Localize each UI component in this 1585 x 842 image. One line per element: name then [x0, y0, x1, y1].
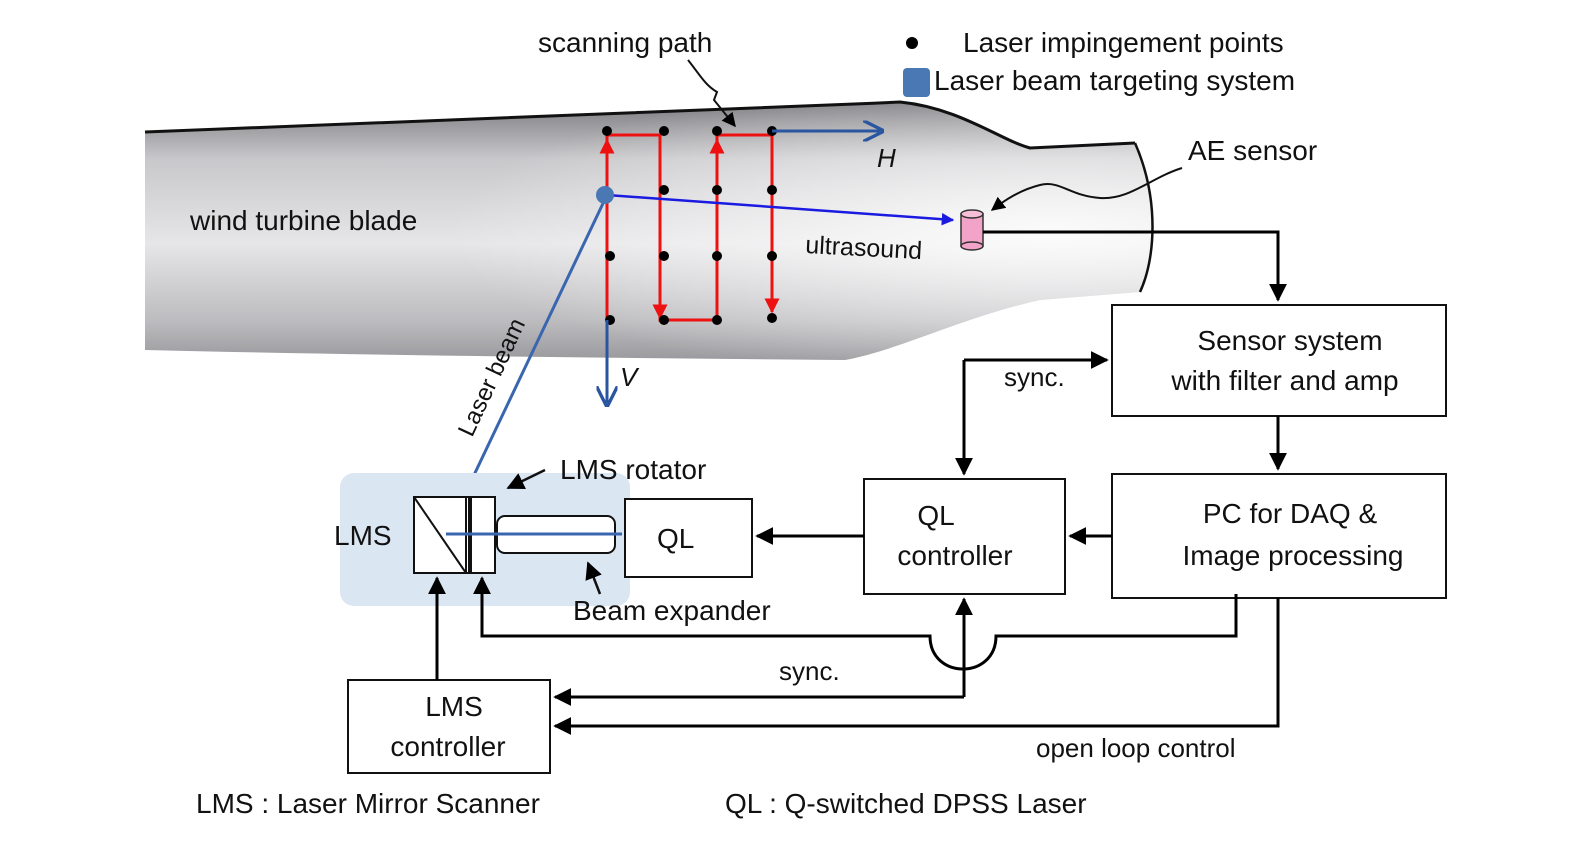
ql-controller-box: QL controller [863, 478, 1066, 595]
lms-controller-line2: controller [390, 731, 505, 762]
lms-controller-line1: LMS [425, 691, 483, 722]
impingement-point [712, 315, 722, 325]
legend-targeting-icon [903, 68, 930, 97]
sync-label-bottom: sync. [779, 656, 840, 686]
pc-line1: PC for DAQ & [1203, 498, 1378, 529]
lms-label: LMS [334, 520, 392, 551]
ae-sensor-label: AE sensor [1188, 135, 1317, 166]
wind-turbine-blade-label: wind turbine blade [189, 205, 417, 236]
beam-expander-label: Beam expander [573, 595, 771, 626]
impingement-point [659, 126, 669, 136]
ultrasound-arrow [606, 193, 955, 226]
impingement-point [712, 185, 722, 195]
ultrasound-label: ultrasound [805, 231, 923, 265]
ae-sensor-pointer [990, 167, 1183, 211]
sensor-system-line2: with filter and amp [1170, 365, 1398, 396]
footnote-ql: QL : Q-switched DPSS Laser [725, 788, 1087, 819]
impingement-point [605, 251, 615, 261]
impingement-point [659, 251, 669, 261]
sync-label-top: sync. [1004, 362, 1065, 392]
lms-mirror-diagonal [413, 496, 467, 574]
scanning-path-label: scanning path [538, 27, 712, 58]
pc-box: PC for DAQ & Image processing [1111, 473, 1447, 599]
beam-expander-pointer [585, 561, 602, 595]
impingement-point [602, 126, 612, 136]
ql-box [624, 498, 753, 578]
connections [428, 230, 1287, 735]
sensor-system-line1: Sensor system [1197, 325, 1382, 356]
impingement-point [712, 251, 722, 261]
pc-line2: Image processing [1182, 540, 1403, 571]
open-loop-control-arrow [553, 598, 1280, 735]
impingement-point [659, 315, 669, 325]
impingement-point [767, 185, 777, 195]
scan-path-line [605, 133, 774, 322]
targeting-marker-icon [596, 186, 614, 204]
impingement-point [767, 313, 777, 323]
lms-rotator-label: LMS rotator [560, 454, 706, 485]
ql-controller-line1: QL [917, 500, 954, 531]
axis-arrows [607, 131, 880, 403]
open-loop-control-label: open loop control [1036, 733, 1235, 763]
axis-h-label: H [877, 143, 896, 173]
sensor-to-system-arrow [983, 230, 1287, 302]
impingement-points [602, 126, 777, 325]
axis-v-label: V [620, 362, 640, 392]
lms-rotator-pointer [506, 468, 546, 490]
ql-controller-line2: controller [897, 540, 1012, 571]
legend-targeting-label: Laser beam targeting system [934, 65, 1295, 96]
sensor-system-box: Sensor system with filter and amp [1111, 304, 1447, 417]
legend-points-label: Laser impingement points [963, 27, 1284, 58]
ae-sensor-icon [960, 209, 984, 251]
impingement-point [659, 185, 669, 195]
legend: Laser impingement points Laser beam targ… [903, 27, 1295, 97]
legend-point-icon [906, 37, 918, 49]
ql-label: QL [657, 523, 694, 554]
footnote-lms: LMS : Laser Mirror Scanner [196, 788, 540, 819]
lms-controller-box: LMS controller [347, 679, 551, 774]
scanning-path-pointer [687, 59, 736, 128]
wind-turbine-blade [144, 100, 1154, 360]
impingement-point [712, 126, 722, 136]
impingement-point [767, 251, 777, 261]
